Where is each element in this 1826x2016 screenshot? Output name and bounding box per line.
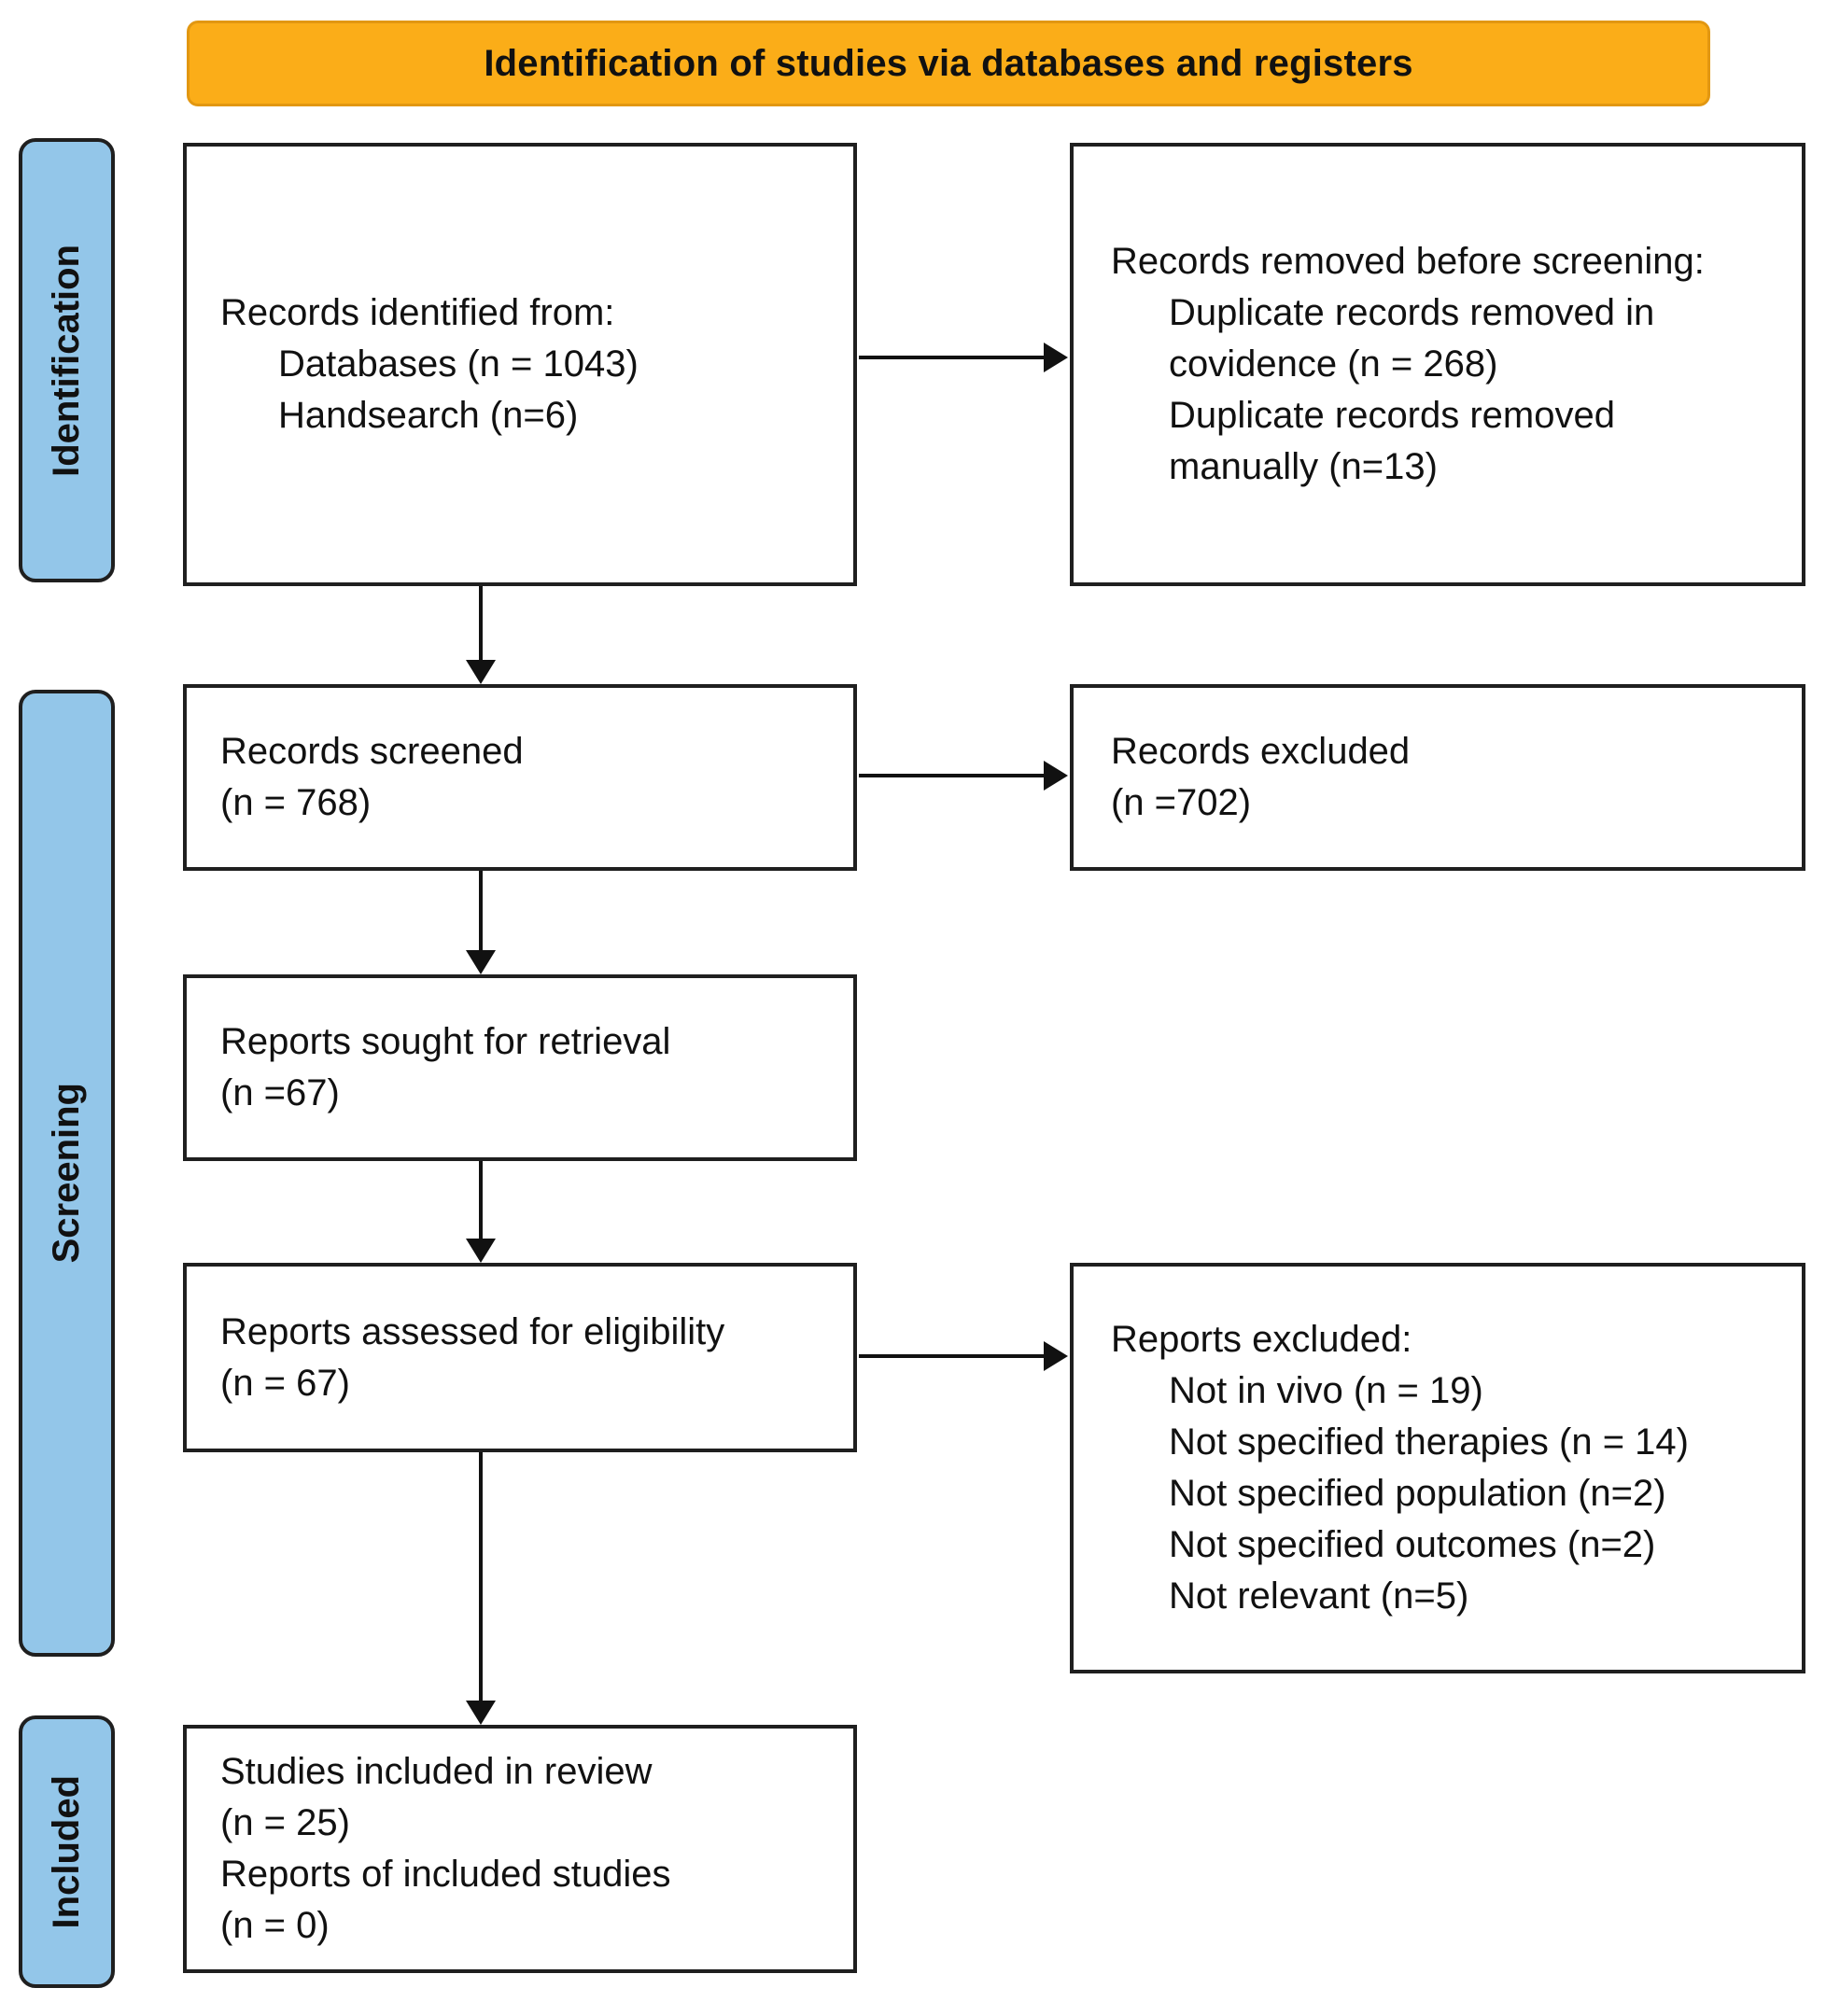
text-line: Not in vivo (n = 19): [1169, 1370, 1483, 1411]
box-studies-included-text: Studies included in review (n = 25) Repo…: [187, 1746, 853, 1952]
text-line: Reports sought for retrieval: [220, 1021, 671, 1062]
text-line: (n = 67): [220, 1362, 350, 1404]
arrow-head-down-icon: [466, 660, 496, 684]
box-records-screened-text: Records screened (n = 768): [187, 726, 853, 829]
arrow-head-right-icon: [1044, 761, 1068, 791]
text-line: (n =67): [220, 1072, 340, 1113]
text-line: manually (n=13): [1169, 446, 1438, 487]
stage-included: Included: [19, 1715, 115, 1988]
box-reports-sought: Reports sought for retrieval (n =67): [183, 974, 857, 1161]
text-line: Databases (n = 1043): [278, 343, 639, 385]
box-records-excluded-text: Records excluded (n =702): [1074, 726, 1802, 829]
box-records-identified-text: Records identified from: Databases (n = …: [187, 287, 853, 441]
box-records-screened: Records screened (n = 768): [183, 684, 857, 871]
box-studies-included: Studies included in review (n = 25) Repo…: [183, 1725, 857, 1973]
stage-screening: Screening: [19, 690, 115, 1657]
arrow-line: [859, 1354, 1047, 1358]
arrow-line: [479, 1452, 483, 1702]
text-line: (n = 0): [220, 1905, 330, 1946]
text-line: Records removed before screening:: [1111, 241, 1705, 282]
box-records-removed: Records removed before screening: Duplic…: [1070, 143, 1805, 586]
text-line: Records screened: [220, 731, 524, 772]
box-reports-assessed: Reports assessed for eligibility (n = 67…: [183, 1263, 857, 1452]
text-line: Duplicate records removed: [1169, 395, 1615, 436]
box-reports-excluded-text: Reports excluded: Not in vivo (n = 19) N…: [1074, 1314, 1802, 1622]
text-line: Not specified therapies (n = 14): [1169, 1421, 1689, 1463]
text-line: Records excluded: [1111, 731, 1411, 772]
arrow-line: [479, 871, 483, 952]
text-line: Not specified outcomes (n=2): [1169, 1524, 1656, 1565]
box-records-identified: Records identified from: Databases (n = …: [183, 143, 857, 586]
diagram-title: Identification of studies via databases …: [484, 42, 1413, 84]
header-banner: Identification of studies via databases …: [187, 21, 1710, 106]
text-line: (n = 768): [220, 782, 372, 823]
arrow-line: [479, 1161, 483, 1240]
text-line: Records identified from:: [220, 292, 615, 333]
stage-included-label: Included: [46, 1774, 87, 1929]
text-line: Duplicate records removed in: [1169, 292, 1655, 333]
stage-screening-label: Screening: [46, 1083, 87, 1264]
arrow-head-down-icon: [466, 1701, 496, 1725]
box-reports-sought-text: Reports sought for retrieval (n =67): [187, 1016, 853, 1119]
text-line: Reports assessed for eligibility: [220, 1310, 725, 1352]
text-line: covidence (n = 268): [1169, 343, 1498, 385]
arrow-line: [859, 356, 1047, 359]
text-line: Studies included in review: [220, 1751, 653, 1792]
text-line: (n =702): [1111, 782, 1252, 823]
arrow-line: [859, 774, 1047, 777]
arrow-head-right-icon: [1044, 1341, 1068, 1371]
box-reports-assessed-text: Reports assessed for eligibility (n = 67…: [187, 1307, 853, 1409]
arrow-head-down-icon: [466, 950, 496, 974]
text-line: (n = 25): [220, 1802, 350, 1843]
text-line: Reports excluded:: [1111, 1319, 1412, 1360]
arrow-head-down-icon: [466, 1239, 496, 1263]
arrow-line: [479, 586, 483, 662]
box-records-removed-text: Records removed before screening: Duplic…: [1074, 236, 1802, 493]
stage-identification-label: Identification: [46, 244, 87, 477]
text-line: Reports of included studies: [220, 1854, 671, 1895]
box-records-excluded: Records excluded (n =702): [1070, 684, 1805, 871]
stage-identification: Identification: [19, 138, 115, 582]
text-line: Handsearch (n=6): [278, 395, 579, 436]
box-reports-excluded: Reports excluded: Not in vivo (n = 19) N…: [1070, 1263, 1805, 1673]
text-line: Not relevant (n=5): [1169, 1575, 1469, 1617]
text-line: Not specified population (n=2): [1169, 1473, 1666, 1514]
arrow-head-right-icon: [1044, 343, 1068, 372]
